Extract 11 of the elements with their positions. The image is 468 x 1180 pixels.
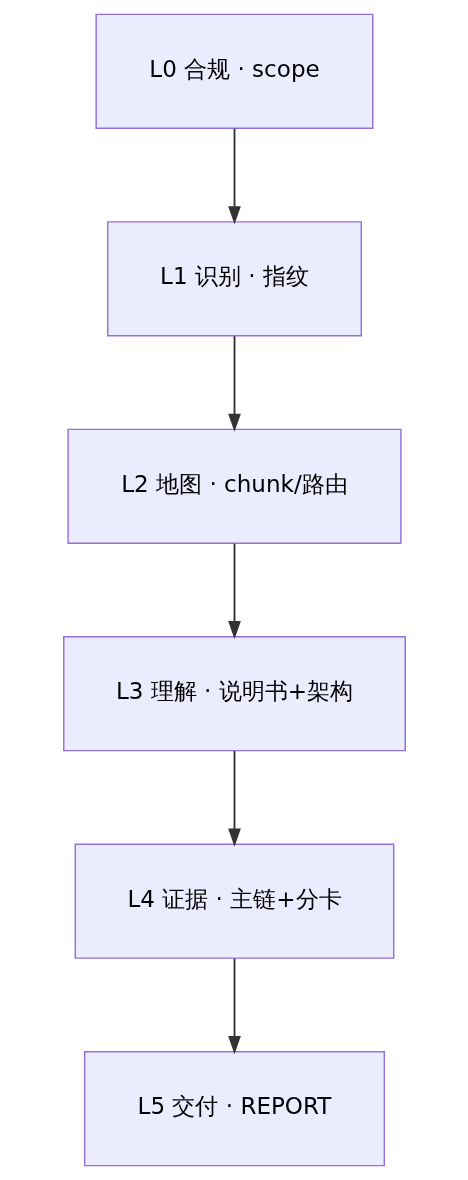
node-box: L3 理解 · 说明书+架构: [62, 636, 406, 752]
node-box: L0 合规 · scope: [94, 13, 374, 129]
arrow: [227, 750, 241, 847]
arrow: [227, 542, 241, 640]
arrow: [227, 957, 241, 1055]
arrow: [227, 127, 241, 225]
node-box: L1 识别 · 指纹: [106, 221, 362, 337]
node-box: L4 证据 · 主链+分卡: [74, 843, 394, 959]
node-box: L2 地图 · chunk/路由: [66, 428, 402, 544]
node-box: L5 交付 · REPORT: [83, 1051, 385, 1167]
arrow: [227, 335, 241, 432]
